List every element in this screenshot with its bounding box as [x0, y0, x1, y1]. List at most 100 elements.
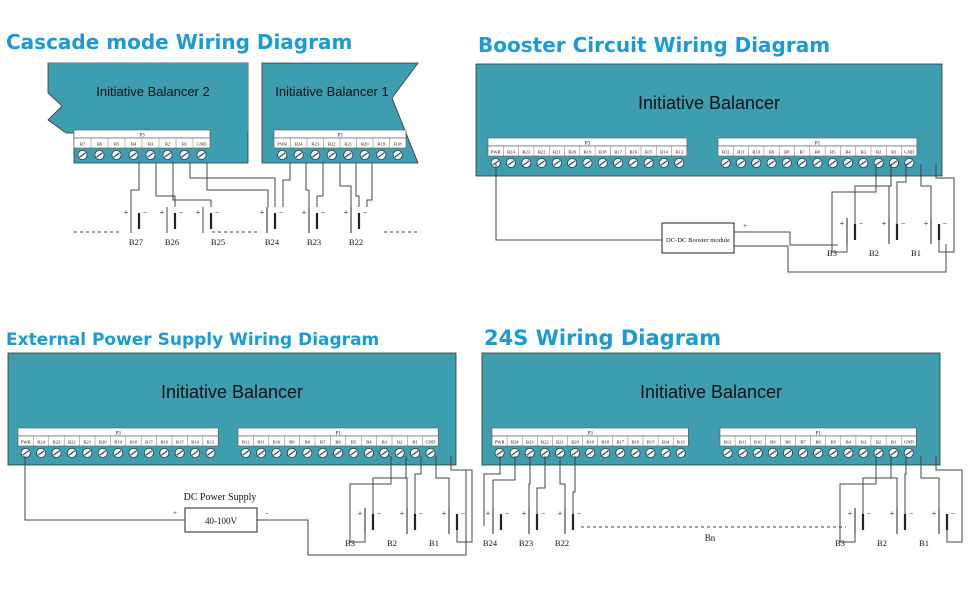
pin-label-b8: B8: [784, 150, 790, 155]
terminal-slot: [522, 160, 530, 166]
terminal-slot: [798, 160, 806, 166]
terminal-slot: [99, 450, 106, 456]
pin-label-b20: B20: [361, 142, 369, 147]
terminal-slot: [647, 450, 654, 456]
battery-label: B23: [307, 237, 321, 247]
battery-plus: +: [558, 509, 563, 518]
battery-plus: +: [344, 208, 349, 217]
s24-wire-b3-low: [839, 456, 877, 543]
terminal-slot: [660, 160, 668, 166]
terminal-slot: [113, 152, 120, 158]
battery-label: B23: [519, 538, 533, 548]
pin-label-b14: B14: [660, 150, 668, 155]
terminal-slot: [553, 160, 561, 166]
pin-label-b19: B19: [377, 142, 385, 147]
terminal-slot: [288, 450, 296, 456]
s24-wire-b2a: [890, 456, 898, 508]
terminal-slot: [22, 450, 29, 456]
battery-label: B2: [387, 538, 397, 548]
battery-label: B24: [483, 538, 498, 548]
pin-label-b6: B6: [815, 440, 821, 445]
balancer-2-face: [48, 63, 248, 131]
pin-label-b4: B4: [846, 440, 852, 445]
battery-plus: +: [840, 219, 845, 228]
s24-wire-b22b: [572, 456, 576, 514]
pin-label-b11: B11: [739, 440, 747, 445]
external-balancer-label: Initiative Balancer: [161, 382, 303, 402]
pin-label-b18: B18: [394, 142, 402, 147]
terminal-slot: [344, 152, 352, 158]
pin-label-b19: B19: [584, 150, 592, 155]
terminal-slot: [68, 450, 76, 456]
terminal-slot: [361, 152, 369, 158]
pin-label-b15: B15: [176, 440, 184, 445]
booster-battery-b3: +−B3: [827, 218, 864, 258]
terminal-slot: [365, 450, 373, 456]
pin-label-b11: B11: [257, 440, 265, 445]
wire-l-b4: [155, 163, 176, 207]
battery-label: B3: [835, 538, 845, 548]
external-supply-label: DC Power Supply: [184, 492, 257, 503]
booster-battery-b2: +−B2: [869, 218, 906, 258]
pin-label-b20: B20: [571, 440, 579, 445]
terminal-slot: [890, 160, 898, 166]
pin-label-b7: B7: [799, 150, 805, 155]
pin-label-b10: B10: [752, 150, 760, 155]
battery-plus: +: [160, 208, 165, 217]
external-wire-pwr: [24, 456, 185, 521]
pin-label-b22: B22: [541, 440, 549, 445]
pin-label-b12: B12: [722, 150, 730, 155]
pin-label-b5: B5: [351, 440, 357, 445]
booster-wire-pwr: [495, 164, 662, 241]
terminal-slot: [737, 160, 745, 166]
pin-label-b22: B22: [538, 150, 546, 155]
battery-b23: +−B23: [302, 207, 326, 247]
terminal-slot: [675, 160, 683, 166]
wire-r-b22: [316, 163, 324, 207]
wire-l-b2: [189, 163, 276, 207]
terminal-slot: [427, 450, 434, 456]
pin-label-b3: B3: [861, 150, 867, 155]
terminal-slot: [875, 450, 882, 456]
terminal-slot: [161, 450, 168, 456]
connector-header-label: P3: [115, 432, 121, 437]
battery-plus: +: [260, 208, 265, 217]
terminal-slot: [784, 450, 792, 456]
pin-label-b11: B11: [737, 150, 745, 155]
pin-label-pwr: PWR: [495, 440, 506, 445]
battery-plus: +: [522, 509, 527, 518]
terminal-slot: [752, 160, 760, 166]
pin-label-b21: B21: [553, 150, 561, 155]
external-wire-b2: [414, 456, 422, 514]
pin-label-b16: B16: [632, 440, 640, 445]
pin-label-b21: B21: [83, 440, 91, 445]
battery-minus: −: [577, 509, 582, 518]
pin-label-b5: B5: [831, 440, 837, 445]
pin-label-b23: B23: [53, 440, 61, 445]
terminal-slot: [242, 450, 249, 456]
wire-r-b19: [366, 163, 373, 207]
terminal-slot: [394, 152, 402, 158]
terminal-slot: [630, 160, 637, 166]
battery-label: B3: [345, 538, 355, 548]
connector-header-label: P1: [335, 432, 341, 437]
pin-label-b13: B13: [677, 440, 685, 445]
pin-label-b8: B8: [305, 440, 311, 445]
pin-label-b1: B1: [891, 440, 897, 445]
terminal-slot: [492, 160, 499, 166]
s24-wire-pwr: [483, 456, 501, 526]
booster-wire-b3-low: [831, 164, 877, 253]
external-wire-gnd: [450, 456, 473, 543]
pin-label-b1: B1: [891, 150, 897, 155]
external-battery-b1: +−B1: [429, 508, 466, 548]
external-balancer-body: [7, 352, 457, 466]
battery-label: B27: [129, 237, 143, 247]
terminal-slot: [334, 450, 342, 456]
terminal-slot: [350, 450, 357, 456]
booster-title: Booster Circuit Wiring Diagram: [478, 33, 831, 57]
external-battery-b2: +−B2: [387, 508, 424, 548]
pin-label-pwr: PWR: [491, 150, 502, 155]
s24-wire-b22: [559, 456, 566, 508]
